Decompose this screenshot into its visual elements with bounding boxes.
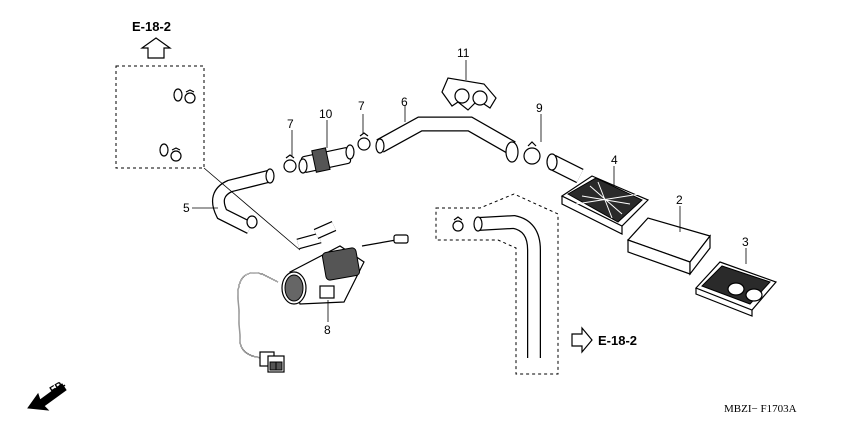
callout-7-left: 7: [287, 117, 294, 131]
callout-6: 6: [401, 95, 408, 109]
callout-5: 5: [183, 201, 190, 215]
hose-5: [211, 168, 275, 234]
cover-2: [626, 217, 712, 276]
callout-11: 11: [457, 46, 470, 60]
callout-8: 8: [324, 323, 331, 337]
callout-10: 10: [319, 107, 333, 121]
hose-6: [375, 116, 519, 163]
solenoid-valve-8: [281, 220, 409, 305]
figure-code: MBZI− F1703A: [724, 403, 797, 415]
ref-arrow-up-icon: [140, 37, 172, 59]
end-cover-3: [694, 261, 778, 317]
clamp-holder-11: [441, 77, 497, 111]
reference-top-label: E-18-2: [132, 19, 171, 34]
reed-valve-4: [560, 175, 650, 235]
callout-9: 9: [536, 101, 543, 115]
front-arrow-icon: [27, 383, 67, 411]
callout-2: 2: [676, 193, 683, 207]
clip-7-right: [357, 132, 371, 151]
clip-9: [523, 141, 541, 165]
ref-arrow-right-icon: [571, 326, 593, 354]
reference-right-label: E-18-2: [598, 333, 637, 348]
hose-group-top-left: [115, 65, 205, 169]
callout-3: 3: [742, 235, 749, 249]
pipe-stub: [546, 153, 584, 184]
callout-7-right: 7: [358, 99, 365, 113]
check-valve-10: [298, 144, 355, 174]
callout-4: 4: [611, 153, 618, 167]
wire-harness: [237, 272, 285, 373]
hose-group-lower: [435, 193, 559, 375]
clip-7-left: [283, 154, 297, 173]
